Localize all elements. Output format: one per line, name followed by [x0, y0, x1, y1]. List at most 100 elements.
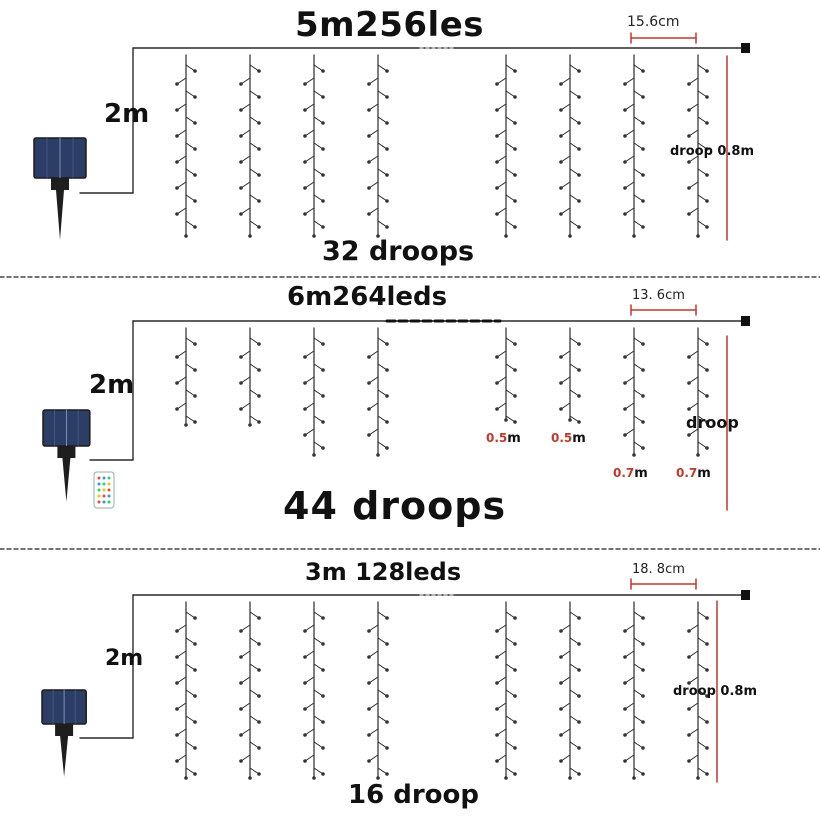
led-bulb — [312, 453, 316, 457]
led-bulb — [577, 394, 581, 398]
led-branch — [633, 741, 644, 749]
led-bulb — [385, 225, 389, 229]
led-bulb — [577, 642, 581, 646]
led-branch — [377, 415, 388, 423]
led-branch — [560, 77, 571, 85]
led-bulb — [687, 733, 691, 737]
led-branch — [688, 207, 699, 215]
led-bulb — [705, 720, 709, 724]
led-bulb — [321, 173, 325, 177]
led-bulb — [367, 381, 371, 385]
led-branch — [249, 64, 260, 72]
led-bulb — [705, 420, 709, 424]
led-branch — [697, 64, 708, 72]
led-branch — [697, 715, 708, 723]
led-branch — [176, 129, 187, 137]
led-branch — [313, 611, 324, 619]
led-branch — [368, 376, 379, 384]
led-branch — [624, 650, 635, 658]
led-branch — [313, 337, 324, 345]
led-branch — [368, 350, 379, 358]
led-branch — [633, 90, 644, 98]
led-bulb — [385, 173, 389, 177]
led-branch — [185, 611, 196, 619]
led-bulb — [504, 776, 508, 780]
led-bulb — [303, 707, 307, 711]
led-branch — [313, 767, 324, 775]
led-bulb — [623, 759, 627, 763]
led-branch — [240, 624, 251, 632]
led-branch — [304, 402, 315, 410]
led-branch — [560, 728, 571, 736]
led-bulb — [321, 69, 325, 73]
led-bulb — [321, 95, 325, 99]
led-branch — [304, 207, 315, 215]
solar-housing — [55, 724, 74, 736]
led-branch — [697, 389, 708, 397]
led-bulb — [705, 772, 709, 776]
led-bulb — [623, 407, 627, 411]
led-branch — [697, 611, 708, 619]
led-branch — [368, 402, 379, 410]
led-branch — [688, 728, 699, 736]
led-branch — [240, 181, 251, 189]
panel-3-droops-count: 16 droop — [348, 780, 480, 810]
led-branch — [368, 77, 379, 85]
led-bulb — [705, 121, 709, 125]
led-branch — [697, 168, 708, 176]
led-bulb — [641, 694, 645, 698]
led-branch — [313, 715, 324, 723]
led-branch — [569, 194, 580, 202]
led-bulb — [495, 381, 499, 385]
led-bulb — [559, 355, 563, 359]
led-branch — [304, 650, 315, 658]
led-branch — [560, 624, 571, 632]
panel-1-droop-label: droop 0.8m — [670, 144, 754, 159]
led-branch — [377, 116, 388, 124]
led-bulb — [239, 681, 243, 685]
led-branch — [240, 754, 251, 762]
led-branch — [240, 129, 251, 137]
led-bulb — [495, 733, 499, 737]
led-bulb — [376, 776, 380, 780]
led-branch — [496, 402, 507, 410]
led-branch — [697, 689, 708, 697]
led-branch — [377, 90, 388, 98]
led-bulb — [367, 160, 371, 164]
led-bulb — [321, 694, 325, 698]
led-branch — [697, 220, 708, 228]
led-branch — [505, 142, 516, 150]
led-branch — [569, 741, 580, 749]
led-bulb — [705, 668, 709, 672]
led-branch — [633, 64, 644, 72]
led-branch — [176, 155, 187, 163]
led-bulb — [513, 368, 517, 372]
led-branch — [688, 702, 699, 710]
led-bulb — [248, 234, 252, 238]
led-bulb — [513, 668, 517, 672]
led-branch — [633, 168, 644, 176]
led-branch — [496, 624, 507, 632]
led-branch — [505, 715, 516, 723]
led-branch — [249, 116, 260, 124]
led-bulb — [495, 82, 499, 86]
led-bulb — [687, 707, 691, 711]
led-bulb — [193, 199, 197, 203]
led-bulb — [513, 199, 517, 203]
led-branch — [624, 350, 635, 358]
led-bulb — [495, 407, 499, 411]
led-branch — [176, 77, 187, 85]
led-bulb — [495, 160, 499, 164]
led-branch — [240, 702, 251, 710]
led-bulb — [641, 225, 645, 229]
led-branch — [313, 168, 324, 176]
ground-stake-icon — [56, 190, 64, 240]
led-branch — [624, 402, 635, 410]
led-branch — [560, 754, 571, 762]
led-branch — [240, 676, 251, 684]
led-branch — [249, 90, 260, 98]
led-branch — [633, 363, 644, 371]
led-branch — [624, 624, 635, 632]
led-bulb — [577, 420, 581, 424]
led-branch — [313, 220, 324, 228]
